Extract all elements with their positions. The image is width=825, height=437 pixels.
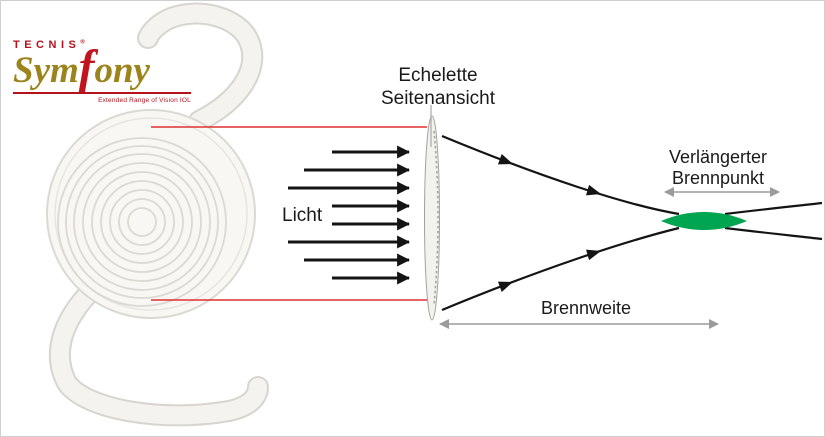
lens-haptic-bottom <box>48 278 269 427</box>
product-suffix: ony <box>94 50 150 91</box>
product-prefix: Sym <box>13 50 79 91</box>
product-wordmark: Symfony <box>13 44 193 91</box>
registered-mark: ® <box>80 39 85 46</box>
focal-length-label: Brennweite <box>541 298 631 318</box>
ray-arrowhead <box>497 154 513 165</box>
focused-light-rays <box>441 134 823 312</box>
brand-text: TECNIS <box>13 39 81 51</box>
extended-focus-zone <box>661 212 747 230</box>
ray-upper-converging <box>441 134 680 216</box>
ray-arrowhead <box>586 184 601 196</box>
extended-focus-label-line1: Verlängerter <box>669 147 767 167</box>
lens-diffractive-rings <box>57 137 227 307</box>
ray-lower-converging <box>441 226 680 312</box>
ray-lower-diverging <box>724 226 823 241</box>
light-arrows <box>288 145 411 285</box>
extended-focus-label-line2: Brennpunkt <box>672 168 764 188</box>
echelette-label-line1: Echelette <box>398 65 477 86</box>
echelette-body <box>424 115 440 321</box>
echelette-serration <box>433 130 439 306</box>
lens-haptic-top <box>137 2 264 132</box>
iol-lens-illustration <box>46 2 269 427</box>
ray-upper-diverging <box>724 201 823 216</box>
brand-wordmark: TECNIS® <box>13 39 193 51</box>
ray-arrowhead <box>586 249 601 261</box>
brand-tagline: Extended Range of Vision IOL <box>98 97 191 104</box>
ray-arrowhead <box>497 281 513 292</box>
light-label: Licht <box>282 205 323 226</box>
product-letter-f: f <box>78 41 95 93</box>
brand-logo: TECNIS® Symfony Extended Range of Vision… <box>13 39 193 105</box>
lens-optic-body <box>46 109 256 319</box>
ray-direction-arrowheads <box>497 154 601 292</box>
logo-underline <box>13 92 191 94</box>
lens-optic-rim <box>54 117 248 311</box>
echelette-profile <box>424 115 440 321</box>
echelette-label-line2: Seitenansicht <box>381 88 496 109</box>
